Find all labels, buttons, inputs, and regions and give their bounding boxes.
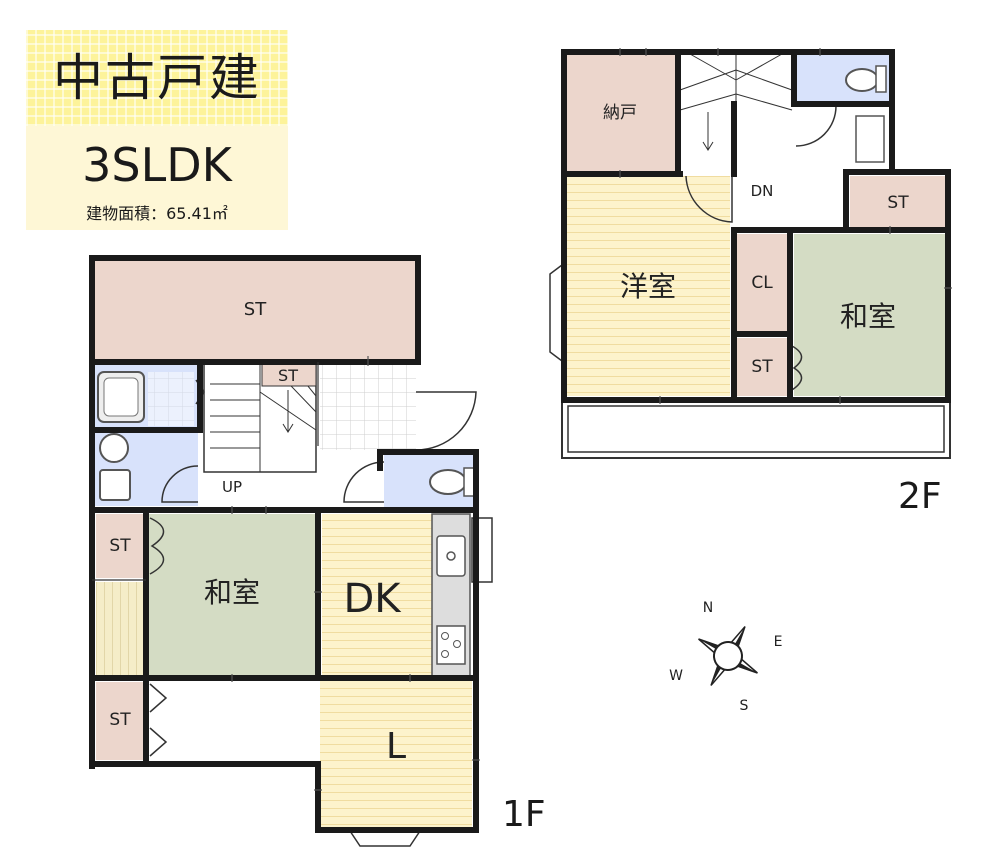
floor-label-1f: 1F bbox=[502, 794, 546, 835]
badge-body bbox=[26, 126, 288, 230]
closet-room bbox=[736, 234, 788, 332]
toilet-2f-icon bbox=[845, 68, 879, 92]
label-storage-top: ST bbox=[244, 299, 267, 320]
toilet-icon bbox=[429, 469, 467, 495]
compass-east: E bbox=[774, 634, 783, 650]
label-washitsu-1f: 和室 bbox=[204, 576, 260, 609]
wash-2f bbox=[855, 115, 885, 163]
label-storage-right: ST bbox=[887, 193, 909, 213]
label-closet: CL bbox=[751, 273, 773, 293]
storage-bottom-room bbox=[96, 682, 144, 760]
compass-rose bbox=[698, 626, 758, 686]
toilet-door[interactable] bbox=[343, 461, 385, 503]
property-type-title: 中古戸建 bbox=[53, 49, 261, 107]
yoshitsu-room bbox=[566, 176, 730, 396]
label-yoshitsu: 洋室 bbox=[620, 270, 676, 303]
wash-door[interactable] bbox=[161, 465, 199, 503]
label-washitsu-2f: 和室 bbox=[840, 300, 896, 333]
sink-icon bbox=[436, 535, 466, 577]
st-mid-door[interactable] bbox=[791, 345, 803, 391]
badge-header bbox=[26, 30, 288, 126]
entrance bbox=[320, 364, 416, 450]
entrance-door[interactable] bbox=[415, 391, 477, 451]
washing-machine-icon bbox=[99, 469, 131, 501]
storage-top-room bbox=[92, 260, 418, 360]
floor-label-2f: 2F bbox=[898, 476, 942, 517]
layout-type: 3SLDK bbox=[82, 138, 232, 192]
st-bottom-door[interactable] bbox=[149, 683, 168, 757]
compass-north: N bbox=[703, 600, 713, 616]
label-nando: 納戸 bbox=[603, 103, 637, 123]
label-dk: DK bbox=[343, 576, 402, 622]
label-storage-bottom: ST bbox=[109, 710, 131, 730]
yoshitsu-door[interactable] bbox=[685, 175, 733, 223]
washitsu-1f bbox=[148, 514, 316, 676]
storage-left-room bbox=[96, 514, 144, 578]
second-floor bbox=[549, 48, 952, 459]
st-left-door[interactable] bbox=[149, 517, 165, 575]
compass-south: S bbox=[740, 698, 749, 714]
label-hall-dn: DN bbox=[751, 182, 774, 200]
toilet-2f-door[interactable] bbox=[795, 105, 837, 147]
nando-room bbox=[566, 54, 676, 172]
washitsu-2f bbox=[794, 234, 946, 396]
label-storage-mid: ST bbox=[751, 357, 773, 377]
first-floor bbox=[89, 255, 493, 847]
balcony bbox=[561, 399, 951, 459]
compass-west: W bbox=[669, 668, 683, 684]
label-storage-left: ST bbox=[109, 536, 131, 556]
property-badge: 中古戸建 3SLDK 建物面積：65.41㎡ bbox=[26, 30, 288, 230]
living-room bbox=[320, 680, 472, 828]
storage-mid-room bbox=[736, 338, 788, 396]
label-storage-stair: ST bbox=[278, 366, 298, 385]
washbasin-icon bbox=[99, 433, 129, 463]
hallway-bottom bbox=[148, 682, 316, 760]
label-hall-up: UP bbox=[222, 478, 242, 496]
label-living: L bbox=[386, 726, 406, 767]
oshiire bbox=[96, 582, 144, 676]
storage-right-room bbox=[850, 176, 946, 228]
floor-area: 建物面積：65.41㎡ bbox=[86, 204, 228, 223]
dk-room bbox=[322, 514, 432, 676]
